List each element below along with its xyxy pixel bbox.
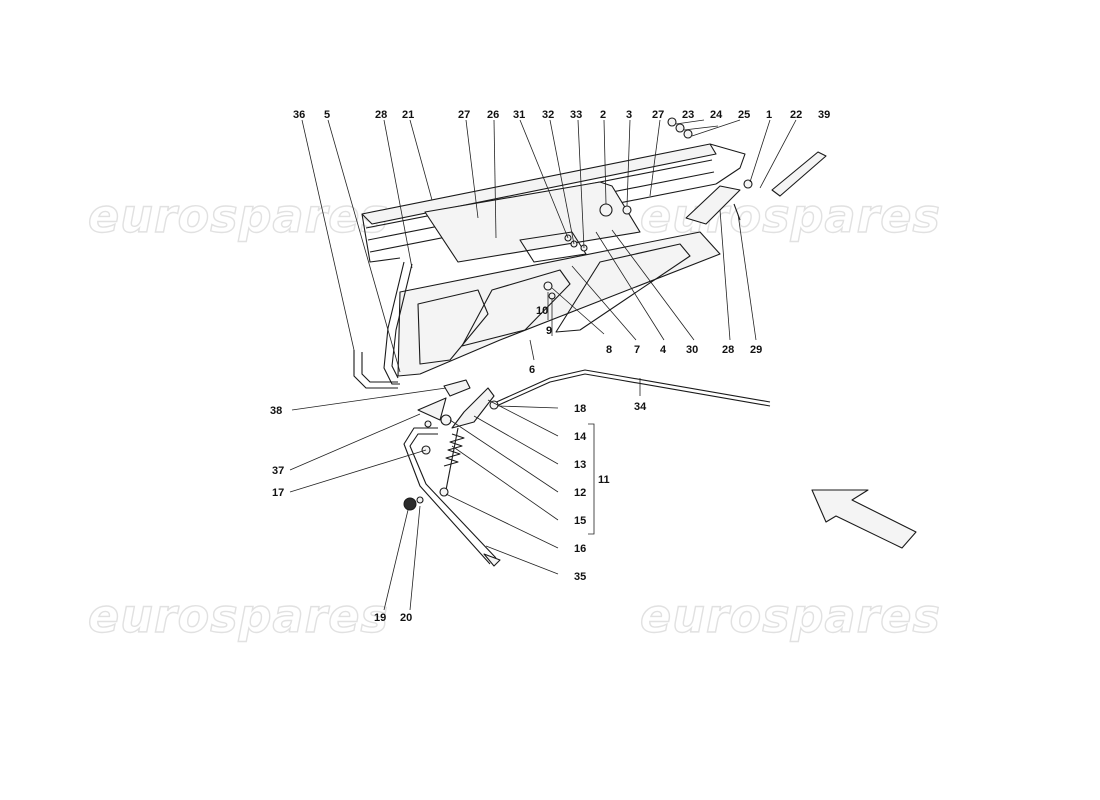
callout-28-top: 28 xyxy=(375,109,387,121)
callout-9: 9 xyxy=(546,325,552,337)
callout-5: 5 xyxy=(324,109,330,121)
prop-arm-inner xyxy=(409,433,497,559)
callout-25: 25 xyxy=(738,109,750,121)
bolt-22 xyxy=(743,179,753,189)
gas-strut xyxy=(445,427,459,491)
pin-29 xyxy=(733,203,741,221)
callout-27-left: 27 xyxy=(458,109,470,121)
prop-arm xyxy=(403,427,491,565)
callout-28-bottom: 28 xyxy=(722,344,734,356)
lid-lower-recess-2 xyxy=(461,269,571,347)
callout-17: 17 xyxy=(272,487,284,499)
trim-bar xyxy=(771,151,827,197)
callout-36: 36 xyxy=(293,109,305,121)
watermark-top-left: eurospares xyxy=(88,189,389,243)
callout-3: 3 xyxy=(626,109,632,121)
callout-32: 32 xyxy=(542,109,554,121)
callout-1: 1 xyxy=(766,109,772,121)
cap-19 xyxy=(403,497,417,511)
callout-27-right: 27 xyxy=(652,109,664,121)
support-rod-inner xyxy=(491,373,771,409)
callout-20: 20 xyxy=(400,612,412,624)
hood-frame-right xyxy=(709,143,746,185)
callout-29: 29 xyxy=(750,344,762,356)
hood-frame-end xyxy=(361,213,401,263)
callouts: 36 5 28 21 27 26 31 32 33 2 3 27 23 24 2… xyxy=(270,109,830,624)
callout-23: 23 xyxy=(682,109,694,121)
callout-34: 34 xyxy=(634,401,647,413)
leader-lines xyxy=(289,119,797,611)
bushing-12 xyxy=(440,414,452,426)
callout-8: 8 xyxy=(606,344,612,356)
callout-6: 6 xyxy=(529,364,535,376)
callout-14: 14 xyxy=(574,431,587,443)
plate-38 xyxy=(443,379,471,397)
rubber-seal-j xyxy=(353,350,398,389)
callout-11: 11 xyxy=(598,474,610,486)
callout-19: 19 xyxy=(374,612,386,624)
seal-strip-left-inner xyxy=(391,263,413,379)
callout-7: 7 xyxy=(634,344,640,356)
hood-frame xyxy=(361,143,717,225)
lid-lower-panel xyxy=(397,231,721,377)
seal-strip-right xyxy=(685,185,741,225)
nut-38b xyxy=(424,420,432,428)
callout-10: 10 xyxy=(536,305,548,317)
callout-13: 13 xyxy=(574,459,586,471)
callout-39: 39 xyxy=(818,109,830,121)
callout-18: 18 xyxy=(574,403,586,415)
lid-lower-recess-1 xyxy=(417,289,489,365)
watermark-bottom-right: eurospares xyxy=(640,589,941,643)
callout-35: 35 xyxy=(574,571,586,583)
washer-20 xyxy=(416,496,424,504)
callout-4: 4 xyxy=(660,344,667,356)
watermark-bottom-left: eurospares xyxy=(88,589,389,643)
callout-31: 31 xyxy=(513,109,525,121)
callout-12: 12 xyxy=(574,487,586,499)
rubber-seal-j-inner xyxy=(361,352,398,383)
callout-21: 21 xyxy=(402,109,414,121)
washer-24 xyxy=(675,123,685,133)
watermarks: eurospares eurospares eurospares eurospa… xyxy=(87,188,941,643)
callout-22: 22 xyxy=(790,109,802,121)
washer-3 xyxy=(622,205,632,215)
support-rod xyxy=(491,369,771,405)
nut-18 xyxy=(489,400,499,410)
hinge-bolt-2 xyxy=(599,203,613,217)
seal-strip-left xyxy=(383,261,405,385)
direction-arrow xyxy=(811,489,917,549)
callout-30: 30 xyxy=(686,344,698,356)
nut-23 xyxy=(667,117,677,127)
prop-arm-end xyxy=(483,553,501,567)
inner-panel-window xyxy=(519,231,587,263)
hinge-bracket xyxy=(451,387,495,429)
callout-16: 16 xyxy=(574,543,586,555)
lid-lower-recess-3 xyxy=(555,243,691,333)
callout-26: 26 xyxy=(487,109,499,121)
hood-assembly xyxy=(353,117,827,389)
lower-mechanism xyxy=(403,369,771,567)
callout-2: 2 xyxy=(600,109,606,121)
screw-10 xyxy=(543,281,553,291)
bracket-37 xyxy=(417,397,447,421)
callout-37: 37 xyxy=(272,465,284,477)
callout-33: 33 xyxy=(570,109,582,121)
callout-24: 24 xyxy=(710,109,723,121)
arrow-icon xyxy=(811,489,917,549)
washer-25 xyxy=(683,129,693,139)
callout-15: 15 xyxy=(574,515,586,527)
callout-38: 38 xyxy=(270,405,282,417)
strut-spring xyxy=(443,433,465,467)
